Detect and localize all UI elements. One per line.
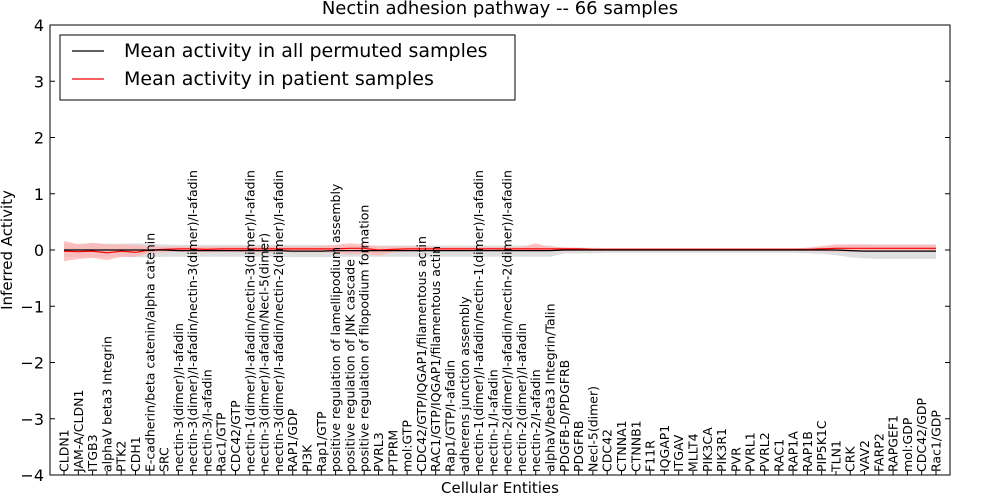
entity-label: nectin-2(dimer)/I-afadin [514, 323, 529, 472]
entity-label: positive regulation of filopodium format… [357, 205, 372, 472]
entity-label: PVR [728, 447, 743, 472]
entity-label: CLDN1 [57, 429, 72, 472]
entity-label: nectin-2/I-afadin [528, 369, 543, 472]
series-lines [63, 247, 936, 254]
entity-label: PVRL1 [743, 432, 758, 472]
chart-title: Nectin adhesion pathway -- 66 samples [322, 0, 678, 19]
entity-label: Rac1/GTP [214, 412, 229, 472]
entity-label: E-cadherin/beta catenin/alpha catenin [142, 233, 157, 472]
entity-label: PDGFB-D/PDGFRB [557, 360, 572, 472]
entity-label: RAP1B [800, 431, 815, 472]
entity-label: FARP2 [871, 433, 886, 472]
y-tick-label: −3 [20, 410, 44, 429]
entity-label: CTNNA1 [614, 420, 629, 472]
x-axis-title: Cellular Entities [441, 479, 559, 497]
entity-label: nectin-1(dimer)/I-afadin/nectin-3(dimer)… [242, 170, 257, 472]
entity-label: VAV2 [857, 440, 872, 472]
y-tick-label: −2 [20, 354, 44, 373]
entity-label: RAP1A [786, 431, 801, 472]
entity-label: alphaV/beta3 Integrin/Talin [543, 304, 558, 473]
y-tick-label: 1 [34, 185, 44, 204]
entity-label: nectin-3/I-afadin [200, 369, 215, 472]
entity-label: RAC1 [771, 439, 786, 472]
entity-label: positive regulation of lamellipodium ass… [328, 183, 343, 472]
entity-label: adherens junction assembly [457, 296, 472, 472]
entity-label: PIP5K1C [814, 420, 829, 472]
entity-label: nectin-3(dimer)/I-afadin/nectin-2(dimer)… [271, 170, 286, 472]
legend-label-permuted: Mean activity in all permuted samples [124, 40, 487, 62]
y-tick-label: 3 [34, 72, 44, 91]
entity-label: RAC1/GTP/IQGAP1/filamentous actin [428, 246, 443, 472]
entity-label: Rap1/GTP [314, 411, 329, 472]
entity-label: CDC42/GTP [228, 400, 243, 472]
entity-label: IQGAP1 [657, 425, 672, 472]
entity-label: RAP1/GDP [285, 408, 300, 472]
entity-label: Necl-5(dimer) [585, 386, 600, 472]
entity-label: PDGFRB [571, 421, 586, 472]
entity-label: nectin-1(dimer)/I-afadin/nectin-1(dimer)… [471, 170, 486, 472]
y-tick-label: 4 [34, 16, 44, 35]
entity-label: Rac1/GDP [929, 410, 944, 472]
entity-label: alphaV beta3 Integrin [99, 336, 114, 472]
entity-label: positive regulation of JNK cascade [342, 259, 357, 472]
entity-label: MLLT4 [686, 433, 701, 472]
entity-label: PTK2 [114, 441, 129, 472]
entity-label: mol:GTP [400, 420, 415, 472]
entity-label: SRC [157, 447, 172, 472]
entity-label: ITGB3 [85, 434, 100, 472]
y-tick-label: −4 [20, 466, 44, 485]
entity-label: PIK3R1 [714, 428, 729, 472]
entity-label: Rap1/GTP/I-afadin [443, 360, 458, 472]
entity-label: nectin-3(dimer)/I-afadin [171, 323, 186, 472]
entity-label: nectin-2(dimer)/I-afadin/nectin-2(dimer)… [500, 170, 515, 472]
entity-label: nectin-3(dimer)/I-afadin/nectin-3(dimer)… [185, 170, 200, 472]
entity-label: ITGAV [671, 434, 686, 472]
entity-label: CDC42/GTP/IQGAP1/filamentous actin [414, 236, 429, 472]
legend-label-patient: Mean activity in patient samples [124, 68, 434, 90]
y-axis: −4 −3 −2 −1 0 1 2 3 4 [20, 16, 950, 485]
legend-box [59, 34, 516, 101]
entity-label: CDC42/GDP [914, 397, 929, 472]
y-tick-label: 0 [34, 241, 44, 260]
entity-label: PVRL3 [371, 432, 386, 472]
entity-label: PIK3CA [700, 427, 715, 472]
entity-label: CDH1 [128, 436, 143, 472]
entity-label: RAPGEF1 [886, 415, 901, 472]
entity-label: F11R [643, 440, 658, 472]
entity-label: mol:GDP [900, 417, 915, 472]
entity-label: JAM-A/CLDN1 [71, 390, 86, 473]
line-permuted [64, 249, 936, 252]
entity-label: nectin-1/I-afadin [485, 369, 500, 472]
entity-label: CDC42 [600, 429, 615, 472]
entity-label: nectin-3(dimer)/I-afadin/Necl-5(dimer) [257, 233, 272, 472]
entity-label: TLN1 [828, 440, 843, 473]
y-tick-label: 2 [34, 129, 44, 148]
entity-label: PVRL2 [757, 432, 772, 472]
y-axis-title: Inferred Activity [0, 190, 16, 310]
legend: Mean activity in all permuted samples Me… [59, 34, 516, 101]
entity-label: CTNNB1 [628, 420, 643, 472]
entity-label: CRK [843, 446, 858, 472]
entity-label: PI3K [300, 444, 315, 472]
y-tick-label: −1 [20, 297, 44, 316]
entity-label: PTPRM [385, 430, 400, 472]
